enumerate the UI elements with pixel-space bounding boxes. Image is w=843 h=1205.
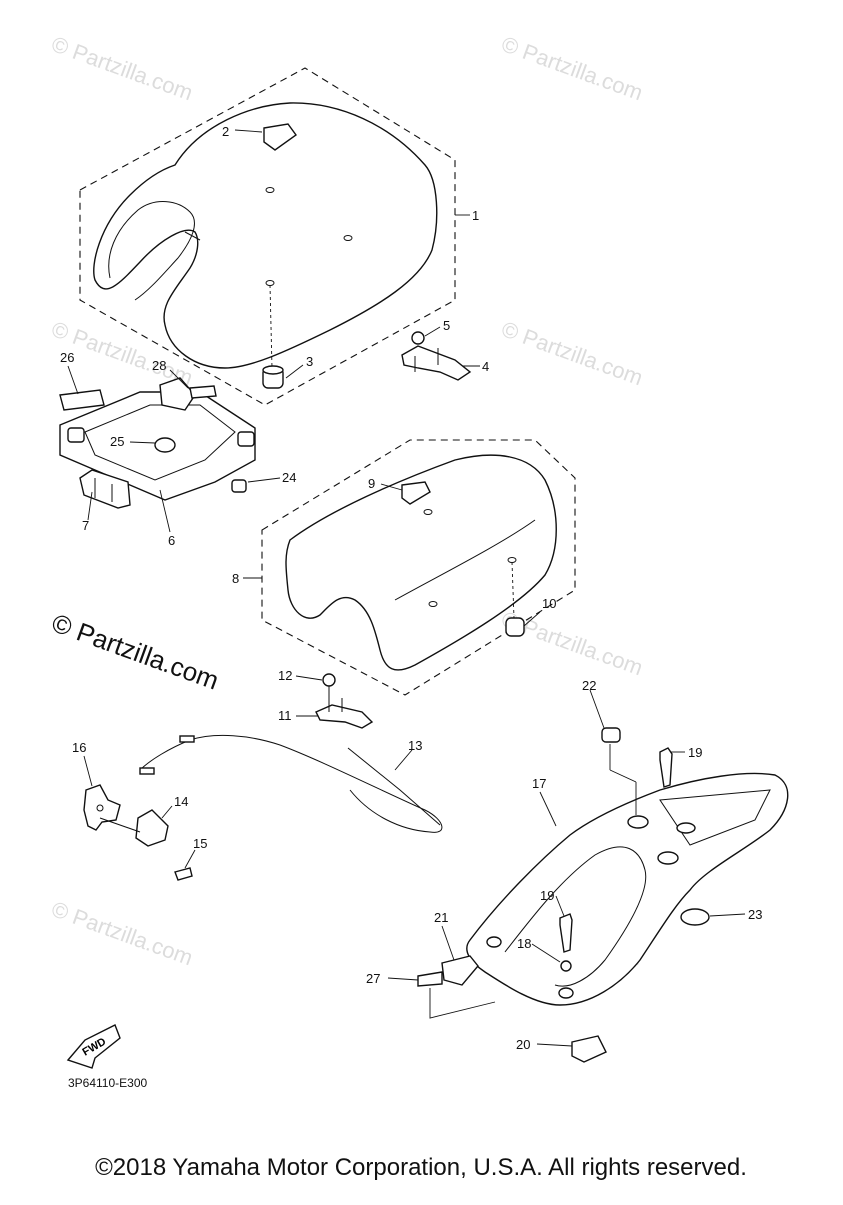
callout-18: 18 [517,936,531,951]
lever-14 [135,809,169,847]
callout-labels: 1 2 3 4 5 6 7 8 9 10 11 12 13 14 15 16 1… [60,124,762,1052]
leaders [67,129,746,1047]
fwd-arrow-icon: FWD [66,1024,121,1069]
callout-12: 12 [278,668,292,683]
copyright-notice: ©2018 Yamaha Motor Corporation, U.S.A. A… [95,1154,747,1181]
seat-assembly-1 [79,67,456,406]
callout-7: 7 [82,518,89,533]
watermark: © Partzilla.com [48,896,196,970]
rear-seat-body [285,454,557,671]
bolt-19b [559,913,573,953]
callout-19: 19 [688,745,702,760]
callout-25: 25 [110,434,124,449]
seat-rim [108,201,195,301]
cover-21 [441,955,479,986]
callout-15: 15 [193,836,207,851]
watermark: © Partzilla.com [48,31,196,105]
callout-5: 5 [443,318,450,333]
label-26 [59,389,105,411]
damper-10 [505,617,525,637]
bracket-4 [401,331,472,381]
callout-17: 17 [532,776,546,791]
bolt-15 [174,867,193,881]
hardware-rear [417,727,710,1063]
callout-22: 22 [582,678,596,693]
callout-8: 8 [232,571,239,586]
callout-11: 11 [278,708,292,723]
callout-13: 13 [408,738,422,753]
callout-2: 2 [222,124,229,139]
damper-24 [231,479,247,493]
callout-14: 14 [174,794,188,809]
bracket-11 [315,673,374,729]
callout-19b: 19 [540,888,554,903]
callout-28: 28 [152,358,166,373]
watermark: © Partzilla.com [498,31,646,105]
rear-seat-kit-outline [261,439,576,696]
callout-27: 27 [366,971,380,986]
grommet-25 [154,437,176,453]
seat-assembly-8 [261,439,576,696]
grab-rail-17 [466,772,789,1006]
watermark: © Partzilla.com [498,606,646,680]
nut-5 [411,331,425,345]
grommet-22 [601,727,621,743]
seat-base-6 [59,377,256,509]
callout-1: 1 [472,208,479,223]
seat-label-9 [401,481,431,505]
callout-24: 24 [282,470,296,485]
callout-16: 16 [72,740,86,755]
callout-10: 10 [542,596,556,611]
seat-body [93,102,438,369]
latch-7 [79,469,131,509]
cable-13 [139,734,443,833]
callout-6: 6 [168,533,175,548]
callout-23: 23 [748,907,762,922]
washer-18 [560,960,572,972]
callout-21: 21 [434,910,448,925]
bolt-19 [659,747,673,788]
label-28 [189,385,217,399]
lever-16 [83,784,193,881]
cover-20 [571,1035,607,1063]
label-27 [417,971,443,987]
callout-26: 26 [60,350,74,365]
seat-label-2 [263,123,297,151]
seat-kit-outline [79,67,456,406]
callout-9: 9 [368,476,375,491]
callout-4: 4 [482,359,489,374]
watermark-large: © Partzilla.com [48,607,223,695]
nut-12 [322,673,336,687]
part-code: 3P64110-E300 [68,1076,148,1090]
plate-23 [680,908,710,926]
callout-3: 3 [306,354,313,369]
callout-20: 20 [516,1037,530,1052]
watermark: © Partzilla.com [498,316,646,390]
